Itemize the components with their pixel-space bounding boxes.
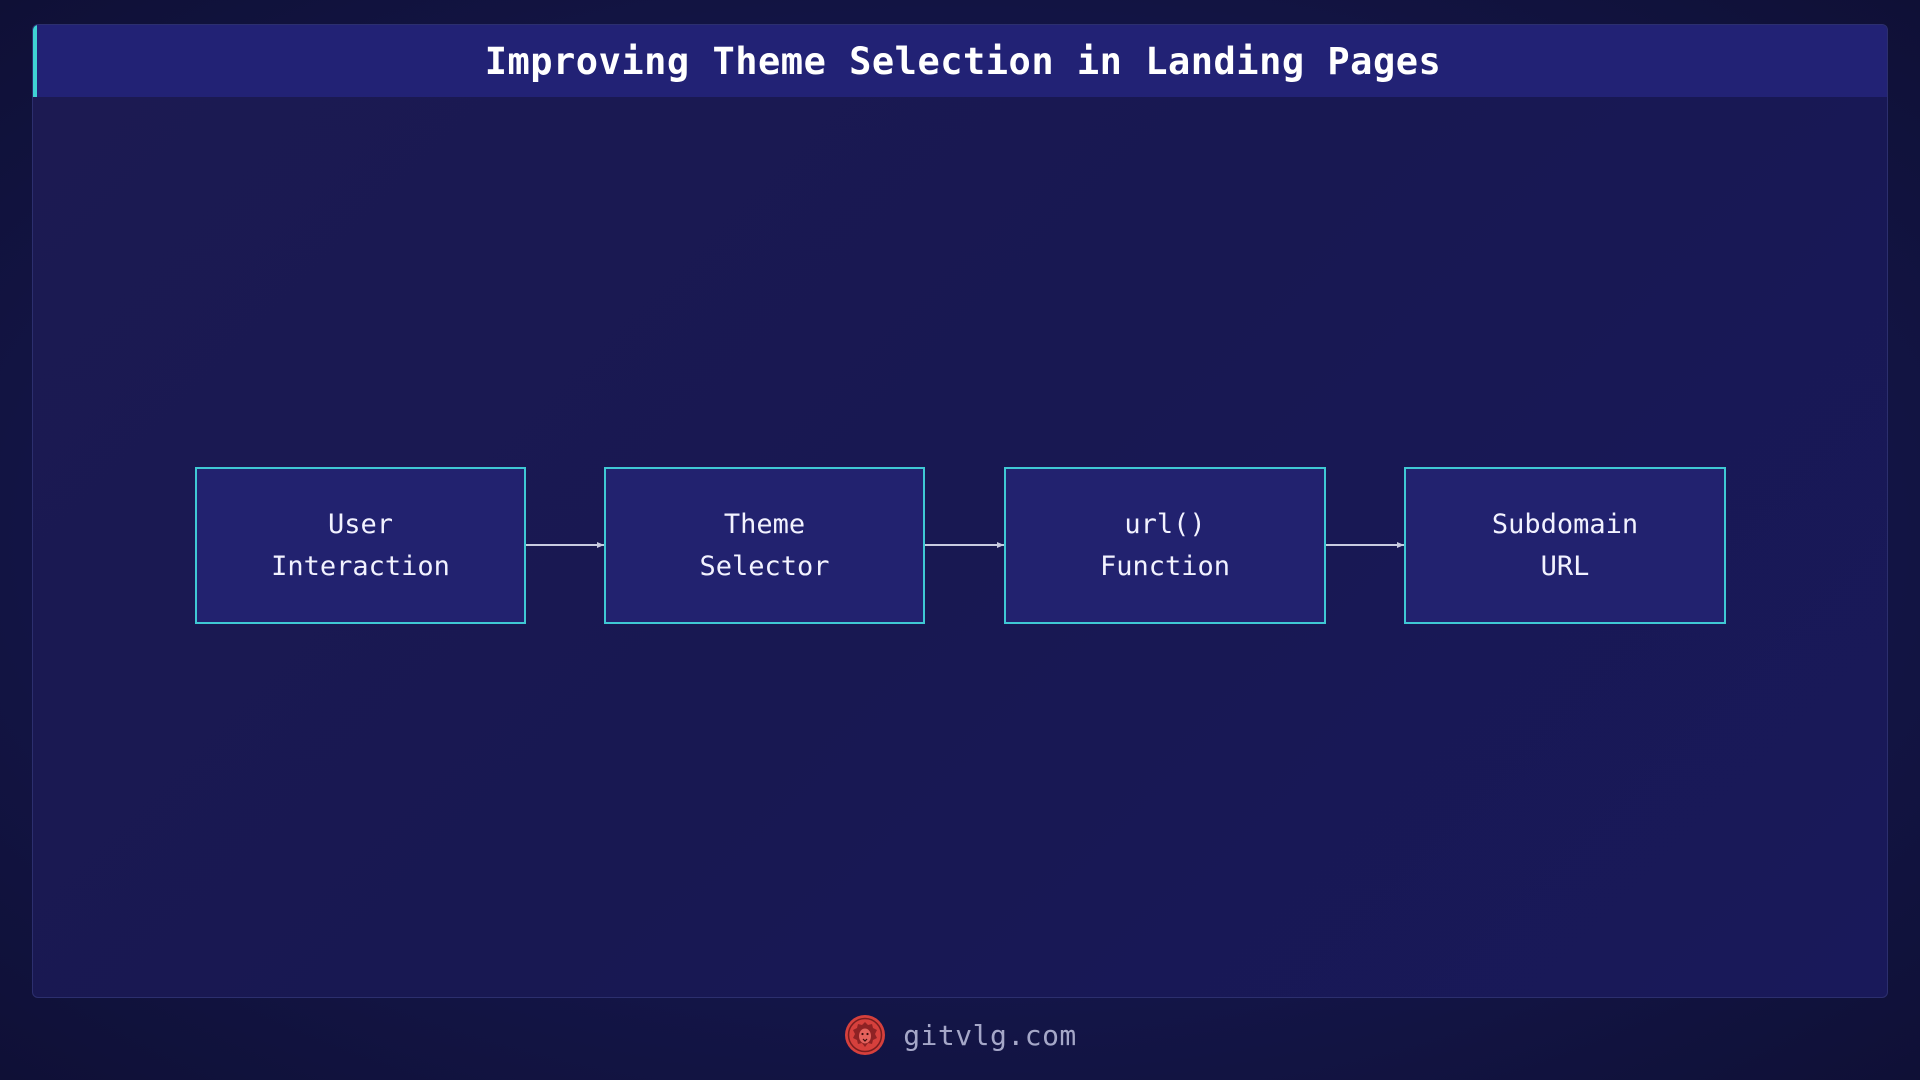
node-label-line2: Selector: [699, 550, 830, 582]
page-title: Improving Theme Selection in Landing Pag…: [484, 39, 1442, 83]
site-url[interactable]: gitvlg.com: [903, 1018, 1077, 1052]
node-label-line1: User: [327, 508, 394, 540]
footer: gitvlg.com: [0, 1010, 1920, 1060]
node-label-line2: Interaction: [271, 550, 450, 582]
node-label-line2: Function: [1099, 550, 1231, 582]
node-url-function: url() Function: [1004, 467, 1326, 624]
node-theme-selector: Theme Selector: [604, 467, 925, 624]
lion-head-icon: [845, 1015, 886, 1055]
node-label-line1: url(): [1124, 508, 1206, 540]
node-subdomain-url: Subdomain URL: [1404, 467, 1726, 624]
title-bar: Improving Theme Selection in Landing Pag…: [33, 25, 1887, 97]
node-user-interaction: User Interaction: [195, 467, 526, 624]
node-label-line1: Subdomain: [1491, 508, 1639, 540]
node-label-line1: Theme: [723, 508, 806, 540]
node-label-line2: URL: [1540, 550, 1590, 582]
